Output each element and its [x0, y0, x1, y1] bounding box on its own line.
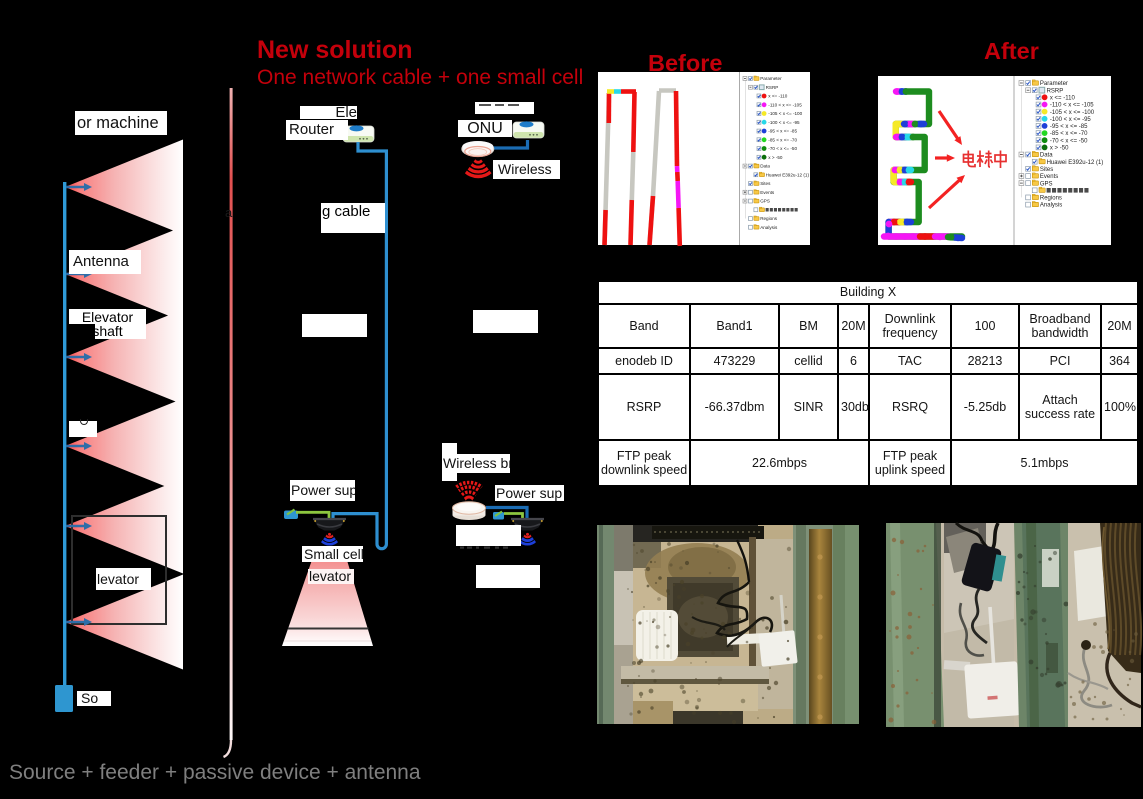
- svg-text:Parameter: Parameter: [760, 76, 782, 81]
- svg-text:Sites: Sites: [1040, 167, 1053, 173]
- svg-text:x <= -110: x <= -110: [768, 94, 788, 99]
- svg-text:a: a: [225, 205, 233, 220]
- svg-text:Regions: Regions: [1040, 196, 1062, 202]
- svg-text:Data: Data: [760, 164, 770, 169]
- svg-text:-110 < x <= -105: -110 < x <= -105: [1050, 103, 1094, 109]
- svg-text:x > -50: x > -50: [768, 155, 783, 160]
- svg-text:Data: Data: [1040, 153, 1053, 159]
- svg-text:-85 < x <= -70: -85 < x <= -70: [1050, 131, 1088, 137]
- svg-text:-105 < x <= -100: -105 < x <= -100: [1050, 110, 1095, 116]
- svg-text:Huawei E392u-12 (1): Huawei E392u-12 (1): [1047, 160, 1104, 166]
- svg-text:-85 < x <= -70: -85 < x <= -70: [768, 137, 797, 142]
- svg-text:RSRP: RSRP: [766, 85, 779, 90]
- svg-text:Parameter: Parameter: [1040, 81, 1068, 87]
- svg-text:Sites: Sites: [760, 181, 771, 186]
- svg-text:x <= -110: x <= -110: [1050, 96, 1076, 102]
- svg-text:-70 < x <= -50: -70 < x <= -50: [768, 146, 797, 151]
- svg-text:x > -50: x > -50: [1050, 146, 1069, 152]
- svg-text:-105 < x <= -100: -105 < x <= -100: [768, 111, 802, 116]
- svg-text:-100 < x <= -95: -100 < x <= -95: [1050, 117, 1092, 123]
- svg-text:Analysis: Analysis: [760, 225, 778, 230]
- svg-text:-95 < x <= -85: -95 < x <= -85: [1050, 124, 1088, 130]
- svg-text:GPS: GPS: [760, 199, 770, 204]
- svg-text:GPS: GPS: [1040, 181, 1053, 187]
- svg-text:Huawei E392u-12 (1): Huawei E392u-12 (1): [766, 172, 810, 177]
- svg-text:Analysis: Analysis: [1040, 203, 1062, 209]
- svg-text:Regions: Regions: [760, 216, 778, 221]
- svg-text:-110 < x <= -105: -110 < x <= -105: [768, 102, 802, 107]
- svg-text:-100 < x <= -95: -100 < x <= -95: [768, 120, 800, 125]
- svg-text:-95 < x <= -85: -95 < x <= -85: [768, 129, 797, 134]
- svg-text:-70 < x <= -50: -70 < x <= -50: [1050, 138, 1088, 144]
- svg-text:Events: Events: [760, 190, 775, 195]
- svg-text:Events: Events: [1040, 174, 1058, 180]
- svg-text:RSRP: RSRP: [1047, 88, 1064, 94]
